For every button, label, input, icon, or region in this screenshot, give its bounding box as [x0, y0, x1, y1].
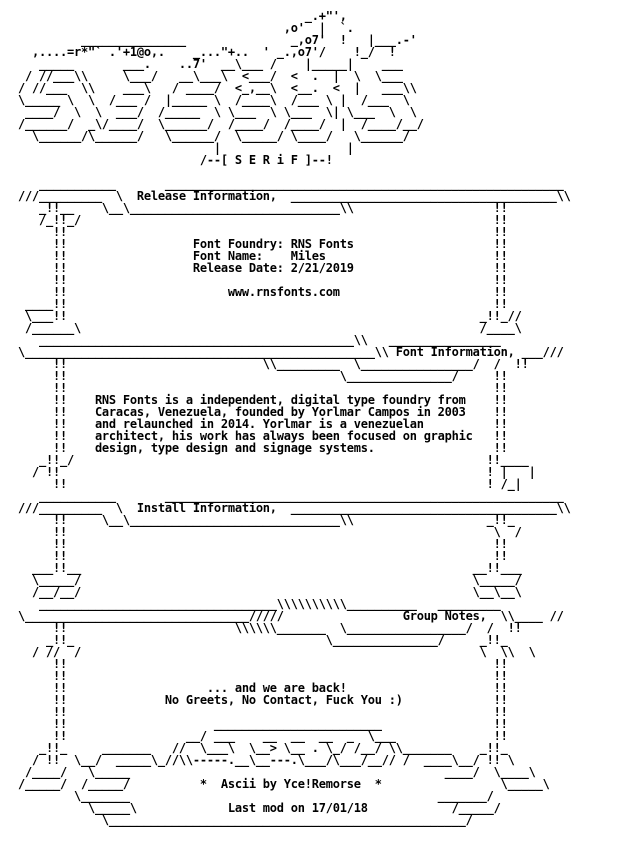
- nfo-line: \___!! _!!_//: [18, 309, 522, 323]
- nfo-line: !! !!: [18, 705, 508, 719]
- nfo-line: ,o' | `.: [18, 21, 354, 35]
- nfo-line: \_____ \ \ /___ / |_____ \ /____\ /___ \…: [18, 93, 410, 107]
- nfo-line: !! !!: [18, 657, 508, 671]
- nfo-line: !! !!: [18, 273, 508, 287]
- nfo-line: !! Caracas, Venezuela, founded by Yorlma…: [18, 405, 508, 419]
- nfo-line: !! !!: [18, 537, 508, 551]
- nfo-line: _______________ _,o7' ! |___.-': [18, 33, 417, 47]
- nfo-line: ____!! !!: [18, 297, 508, 311]
- nfo-line: !! !!: [18, 381, 508, 395]
- nfo-line: /_!!_/ !!: [18, 213, 508, 227]
- nfo-line: /_____/ /_____/ * Ascii by Yce!Remorse *…: [18, 777, 550, 791]
- nfo-line: \_____\ Last mod on 17/01/18 /_____/: [18, 801, 501, 815]
- nfo-line: ________________________________________…: [18, 333, 501, 347]
- nfo-line: /______\ /____\: [18, 321, 522, 335]
- nfo-line: / //___\\ \___/ __\___\ <___/ < . | \ \_…: [18, 69, 403, 83]
- nfo-line: _.+"',: [18, 9, 347, 23]
- nfo-line: / !! ! | |: [18, 465, 536, 479]
- nfo-line: \_____/ \_____/: [18, 573, 522, 587]
- nfo-line: /__/__/ \__\__\: [18, 585, 522, 599]
- nfo-line: !! www.rnsfonts.com !!: [18, 285, 508, 299]
- nfo-line: !! and relaunched in 2014. Yorlmar is a …: [18, 417, 508, 431]
- nfo-line: !! !!: [18, 669, 508, 683]
- nfo-text: _.+"', ,o' | `. _______________ _,o7' ! …: [18, 10, 571, 826]
- nfo-line: ___!!__ __!!___: [18, 561, 522, 575]
- nfo-line: /____/ \_____ ____/ \____\: [18, 765, 536, 779]
- nfo-line: \_______ _______/: [18, 789, 494, 803]
- nfo-line: / //___ \\ ___\ / ____/ <_,__\ <__. < | …: [18, 81, 417, 95]
- nfo-line: !! \\_________ \________________/ / !!: [18, 357, 529, 371]
- nfo-line: / !! \__/ _____\_//\\-----.__\__---.\___…: [18, 753, 515, 767]
- nfo-line: \_______________________________________…: [18, 345, 564, 359]
- nfo-line: !! \\\\\\_______ \_________________/ / !…: [18, 621, 522, 635]
- nfo-line: !! \_______________/ !!: [18, 369, 508, 383]
- nfo-line: !! !!: [18, 549, 508, 563]
- nfo-line: !! __/ ___ __ __ __ _ \___ !!: [18, 729, 508, 743]
- nfo-line: \________________________________///// G…: [18, 609, 564, 623]
- nfo-line: ///_________ \ Release Information, ____…: [18, 189, 571, 203]
- nfo-line: | |: [18, 141, 354, 155]
- nfo-line: !! \ /: [18, 525, 522, 539]
- nfo-line: !! RNS Fonts is a independent, digital t…: [18, 393, 508, 407]
- nfo-line: !! architect, his work has always been f…: [18, 429, 508, 443]
- nfo-line: _____ ___. ..7' __\___ / |_____| ___: [18, 57, 403, 71]
- nfo-line: / // / \ \\ \: [18, 645, 536, 659]
- nfo-line: _!!_/ !!____: [18, 453, 529, 467]
- nfo-line: !! Release Date: 2/21/2019 !!: [18, 261, 508, 275]
- nfo-line: __________________________________\\\\\\…: [18, 597, 501, 611]
- nfo-line: _!!_ _______ // \___\ \__> \__ . \_/ /__…: [18, 741, 508, 755]
- nfo-line: !! ________________________ !!: [18, 717, 508, 731]
- nfo-line: !! Font Foundry: RNS Fonts !!: [18, 237, 508, 251]
- nfo-line: _!!_ \_______________/ _!!_: [18, 633, 508, 647]
- nfo-line: !! ! /_|: [18, 477, 522, 491]
- nfo-line: _!!__ \__\______________________________…: [18, 201, 508, 215]
- nfo-line: ,....=r*"` .'+1@o,. _..."+.. ' _.,o7'/ !…: [18, 45, 396, 59]
- nfo-line: !! \__\______________________________\\ …: [18, 513, 515, 527]
- nfo-line: !! Font Name: Miles !!: [18, 249, 508, 263]
- nfo-line: !! ... and we are back! !!: [18, 681, 508, 695]
- nfo-line: ____/ \ \ ___/ /_____ \ \___ \ \___ \| \…: [18, 105, 417, 119]
- nfo-line: \_______________________________________…: [18, 813, 473, 827]
- nfo-line: !! !!: [18, 225, 508, 239]
- nfo-line: /--[ S E R i F ]--!: [18, 153, 333, 167]
- nfo-line: !! No Greets, No Contact, Fuck You :) !!: [18, 693, 508, 707]
- nfo-line: !! design, type design and signage syste…: [18, 441, 508, 455]
- nfo-line: ///_________ \ Install Information, ____…: [18, 501, 571, 515]
- nfo-line: \______/\______/ \______/ \_____/ \____/…: [18, 129, 410, 143]
- nfo-line: ___________ ____________________________…: [18, 489, 564, 503]
- nfo-line: /______/ _\/____/ \______/ /____/ /____/…: [18, 117, 424, 131]
- nfo-line: ___________ ____________________________…: [18, 177, 564, 191]
